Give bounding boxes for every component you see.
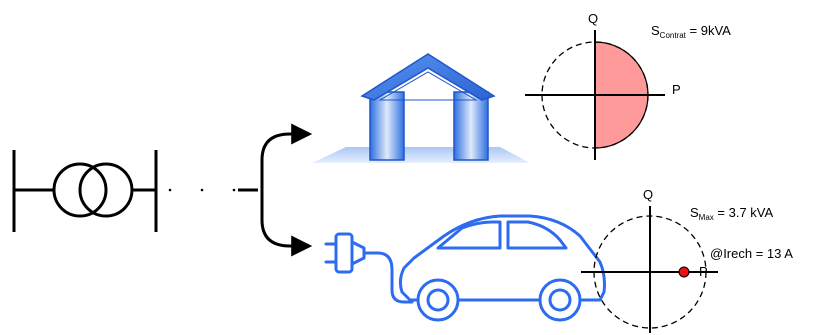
car-p-axis-label: P (699, 264, 708, 279)
branch-arrows (238, 123, 313, 257)
car-max-power-label: SMax = 3.7 kVA (690, 206, 773, 222)
car-s-subscript: Max (698, 213, 714, 222)
house-s-symbol: S (651, 23, 660, 38)
house-icon (312, 53, 530, 163)
house-s-subscript: Contrat (659, 31, 686, 40)
car-s-value: = 3.7 kVA (713, 205, 774, 220)
transformer-icon (12, 150, 158, 232)
house-p-axis-label: P (672, 82, 681, 97)
plug-icon (324, 232, 414, 304)
car-s-symbol: S (690, 205, 699, 220)
house-q-axis-label: Q (588, 11, 599, 26)
dotted-line (168, 188, 236, 192)
house-contract-power-label: SContrat = 9kVA (651, 24, 731, 40)
car-q-axis-label: Q (643, 187, 654, 202)
house-pq-plot (525, 30, 665, 160)
car-pq-plot (581, 206, 718, 333)
house-s-value: = 9kVA (685, 23, 731, 38)
electric-car-icon (324, 214, 606, 322)
operating-point (678, 266, 690, 278)
car-charging-current-note: @Irech = 13 A (710, 246, 793, 261)
